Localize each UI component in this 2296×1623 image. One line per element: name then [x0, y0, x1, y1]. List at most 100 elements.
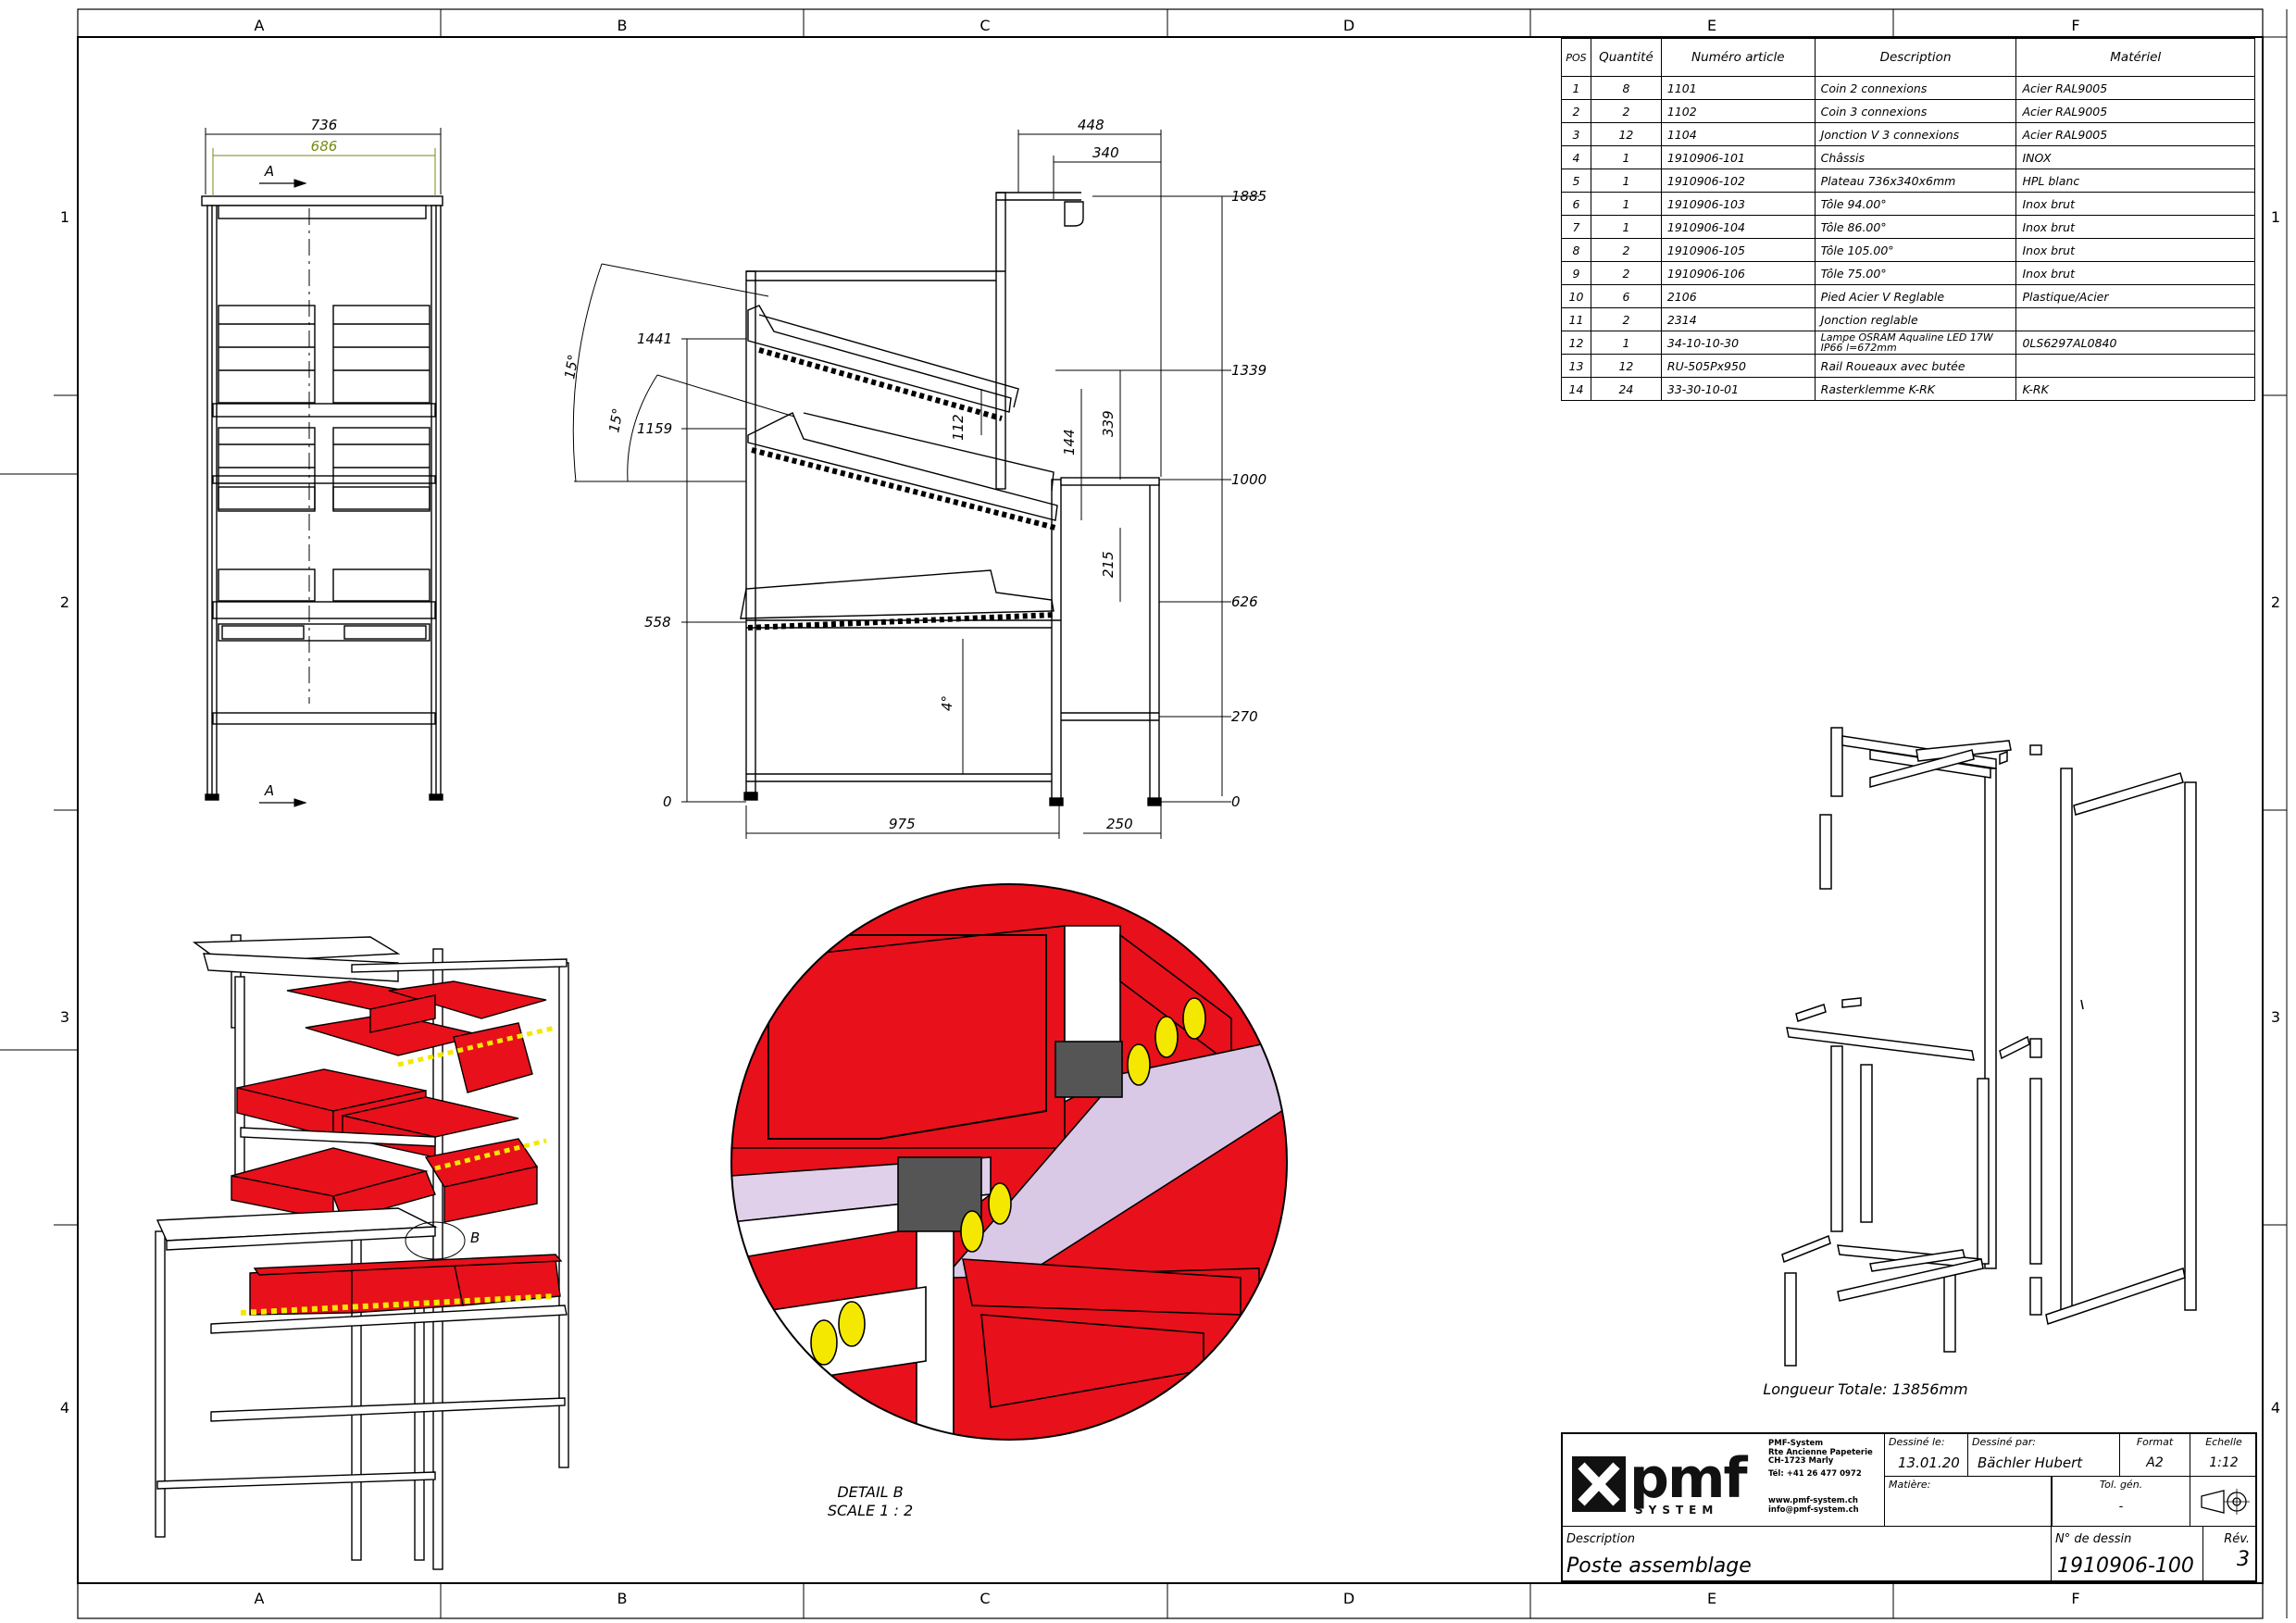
column-label-top: D — [1343, 17, 1354, 34]
bom-cell-article: 1910906-105 — [1660, 238, 1816, 262]
section-label-a-top: A — [264, 163, 274, 180]
bom-cell-material: HPL blanc — [2015, 169, 2255, 193]
bom-cell-material: Acier RAL9005 — [2015, 122, 2255, 146]
bom-header-pos: POS — [1561, 38, 1591, 77]
bom-cell-article: 2314 — [1660, 307, 1816, 331]
drawn-on-label: Dessiné le: — [1889, 1436, 1945, 1448]
bom-cell-description: Tôle 75.00° — [1814, 261, 2017, 285]
bom-cell-article: 1102 — [1660, 99, 1816, 123]
bom-cell-quantity: 1 — [1590, 145, 1662, 169]
description-value: Poste assemblage — [1566, 1554, 1752, 1578]
height-1339: 1339 — [1231, 362, 1267, 379]
tolerance-label: Tol. gén. — [2099, 1479, 2143, 1491]
bom-cell-pos: 10 — [1561, 284, 1591, 308]
address-line-1: Rte Ancienne Papeterie — [1768, 1447, 1873, 1457]
height-1000: 1000 — [1231, 471, 1267, 488]
height-1159: 1159 — [637, 420, 672, 437]
revision-cell: Rév. 3 — [2203, 1527, 2257, 1582]
bom-cell-quantity: 2 — [1590, 307, 1662, 331]
height-270: 270 — [1231, 708, 1258, 725]
dim-215: 215 — [1100, 551, 1117, 578]
title-block: pmf SYSTEM PMF-System Rte Ancienne Papet… — [1561, 1432, 2257, 1582]
row-label-right: 2 — [2271, 593, 2280, 611]
bom-cell-description: Coin 2 connexions — [1814, 76, 2017, 100]
exploded-view — [1781, 727, 2197, 1367]
row-label-right: 1 — [2271, 208, 2280, 226]
bom-header-quantity: Quantité — [1590, 38, 1662, 77]
dim-112: 112 — [950, 414, 967, 441]
bom-cell-material: Inox brut — [2015, 192, 2255, 216]
bom-cell-article: 1910906-106 — [1660, 261, 1816, 285]
scale-cell: Echelle 1:12 — [2190, 1434, 2257, 1477]
drawn-by-label: Dessiné par: — [1972, 1436, 2036, 1448]
company-contact: www.pmf-system.ch info@pmf-system.ch — [1768, 1496, 1859, 1515]
bom-cell-material — [2015, 354, 2255, 378]
scale-label: Echelle — [2205, 1436, 2242, 1448]
bom-cell-article: 1910906-104 — [1660, 215, 1816, 239]
height-626: 626 — [1231, 593, 1258, 610]
row-label-left: 1 — [60, 208, 69, 226]
bom-cell-article: 1910906-103 — [1660, 192, 1816, 216]
detail-title: DETAIL B — [837, 1483, 903, 1501]
company-phone: Tél: +41 26 477 0972 — [1768, 1468, 1862, 1479]
row-label-left: 3 — [60, 1008, 69, 1026]
column-label-top: A — [255, 17, 265, 34]
bom-header-description: Description — [1814, 38, 2017, 77]
dim-736: 736 — [311, 117, 338, 133]
drawn-on-cell: Dessiné le: 13.01.20 — [1885, 1434, 1968, 1477]
bom-cell-material — [2015, 307, 2255, 331]
column-label-bottom: D — [1343, 1590, 1354, 1607]
dim-250: 250 — [1106, 816, 1133, 832]
row-labels: 1 2 3 4 1 2 3 4 — [60, 208, 2280, 1417]
bom-cell-quantity: 1 — [1590, 331, 1662, 355]
company-cell: pmf SYSTEM PMF-System Rte Ancienne Papet… — [1563, 1434, 1885, 1527]
bom-cell-quantity: 8 — [1590, 76, 1662, 100]
front-view — [201, 195, 443, 801]
revision-value: 3 — [2237, 1548, 2250, 1571]
detail-scale: SCALE 1 : 2 — [828, 1502, 913, 1519]
bom-cell-material: Acier RAL9005 — [2015, 99, 2255, 123]
column-label-bottom: B — [618, 1590, 628, 1607]
bom-cell-description: Rail Roueaux avec butée — [1814, 354, 2017, 378]
projection-cell — [2190, 1477, 2257, 1527]
drawing-number-cell: N° de dessin 1910906-100 — [2052, 1527, 2203, 1582]
bom-cell-description: Tôle 86.00° — [1814, 215, 2017, 239]
bom-cell-quantity: 2 — [1590, 238, 1662, 262]
front-view-dims — [205, 128, 442, 807]
side-view-dim-text: 448 340 1885 1339 1000 626 270 0 1441 11… — [561, 117, 1267, 832]
company-website: www.pmf-system.ch — [1768, 1496, 1858, 1505]
format-cell: Format A2 — [2120, 1434, 2190, 1477]
material-cell: Matière: — [1885, 1477, 2052, 1527]
revision-label: Rév. — [2224, 1532, 2250, 1546]
bom-cell-article: 1104 — [1660, 122, 1816, 146]
bom-cell-description: Jonction V 3 connexions — [1814, 122, 2017, 146]
address-line-2: CH-1723 Marly — [1768, 1456, 1834, 1466]
format-label: Format — [2136, 1436, 2174, 1448]
bom-cell-description: Plateau 736x340x6mm — [1814, 169, 2017, 193]
bom-cell-pos: 9 — [1561, 261, 1591, 285]
column-label-bottom: E — [1707, 1590, 1716, 1607]
bom-cell-description: Tôle 94.00° — [1814, 192, 2017, 216]
bom-cell-material: Inox brut — [2015, 238, 2255, 262]
bom-cell-article: 1910906-102 — [1660, 169, 1816, 193]
material-label: Matière: — [1889, 1479, 1931, 1491]
dim-975: 975 — [889, 816, 916, 832]
bom-cell-quantity: 1 — [1590, 169, 1662, 193]
detail-b-view — [730, 883, 1288, 1441]
height-0-left: 0 — [663, 793, 672, 810]
side-view — [740, 192, 1162, 806]
bom-cell-pos: 14 — [1561, 377, 1591, 401]
bom-cell-quantity: 24 — [1590, 377, 1662, 401]
bom-cell-description: Coin 3 connexions — [1814, 99, 2017, 123]
height-558: 558 — [644, 614, 671, 630]
dim-340: 340 — [1092, 144, 1119, 161]
